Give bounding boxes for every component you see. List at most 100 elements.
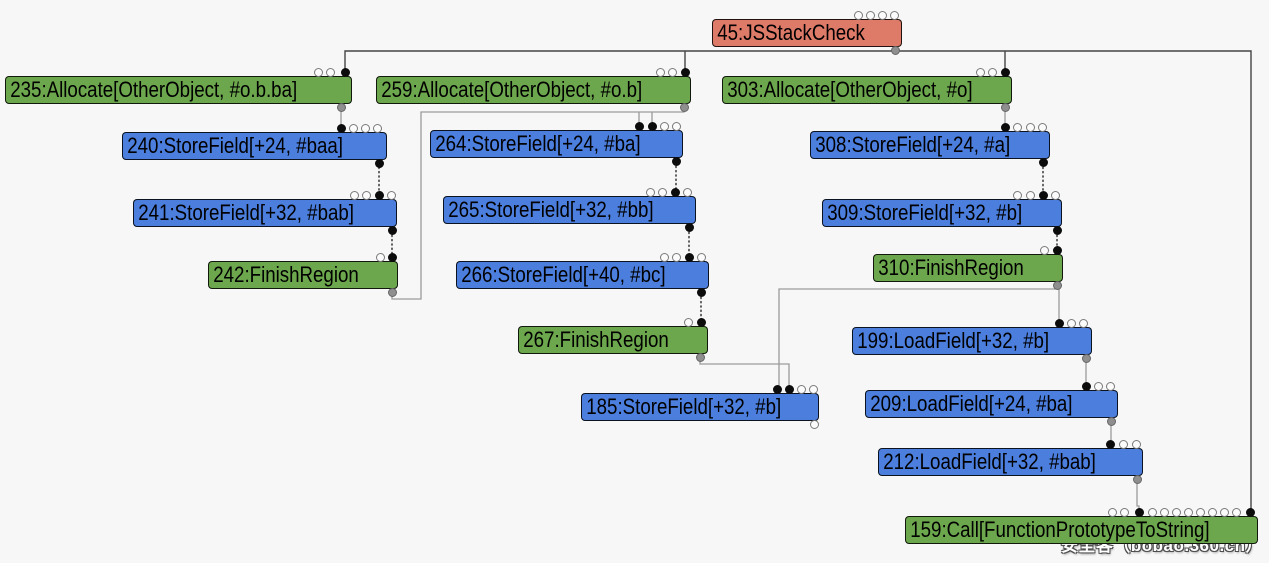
input-port-connected [647,122,657,131]
node-label: 199:LoadField[+32, #b] [857,328,1050,353]
edge-control-45-235 159 [344,50,1252,509]
input-port-open [1066,319,1076,328]
graph-node-265[interactable]: 265:StoreField[+32, #bb] [443,196,696,224]
input-port-open [808,385,818,394]
input-port-connected [772,385,782,394]
graph-node-185[interactable]: 185:StoreField[+32, #b] [581,393,819,421]
node-label: 310:FinishRegion [878,255,1024,280]
output-port-open [809,420,819,429]
input-port-open [360,124,370,133]
graph-node-310[interactable]: 310:FinishRegion [873,254,1063,282]
graph-node-235[interactable]: 235:Allocate[OtherObject, #o.b.ba] [5,76,352,104]
output-port-connected [1081,354,1091,363]
graph-node-199[interactable]: 199:LoadField[+32, #b] [852,327,1092,355]
graph-node-309[interactable]: 309:StoreField[+32, #b] [822,199,1062,227]
input-port-open [696,253,706,262]
node-label: 265:StoreField[+32, #bb] [448,197,654,222]
input-port-open [1107,508,1117,517]
output-port-connected [684,223,694,232]
graph-node-212[interactable]: 212:LoadField[+32, #bab] [878,448,1143,476]
input-port-open [1012,191,1022,200]
input-port-connected [670,188,680,197]
node-label: 259:Allocate[OtherObject, #o.b] [381,77,643,102]
input-port-open [325,68,335,77]
input-port-open [877,11,887,20]
input-port-connected [1245,508,1255,517]
output-port-connected [336,103,346,112]
input-port-open [645,188,655,197]
input-port-connected [634,122,644,131]
graph-node-264[interactable]: 264:StoreField[+24, #ba] [430,130,683,158]
input-port-connected [684,253,694,262]
edge-value-212-159 [1136,481,1140,511]
node-label: 209:LoadField[+24, #ba] [870,391,1073,416]
graph-node-45[interactable]: 45:JSStackCheck [712,19,902,47]
output-port-connected [696,288,706,297]
input-port-connected [336,124,346,133]
input-port-open [655,68,665,77]
input-port-open [1183,508,1193,517]
input-port-open [1207,508,1217,517]
node-label: 308:StoreField[+24, #a] [815,132,1011,157]
graph-node-209[interactable]: 209:LoadField[+24, #ba] [865,390,1118,418]
input-port-open [1147,508,1157,517]
node-label: 240:StoreField[+24, #baa] [127,133,343,158]
input-port-connected [1054,319,1064,328]
node-label: 303:Allocate[OtherObject, #o] [727,77,973,102]
output-port-connected [890,46,900,55]
output-port-connected [1052,226,1062,235]
input-port-connected [374,191,384,200]
node-label: 242:FinishRegion [213,262,359,287]
input-port-connected [784,385,794,394]
input-port-open [1025,191,1035,200]
input-port-open [682,188,692,197]
input-port-open [1118,440,1128,449]
input-port-open [1039,246,1049,255]
input-port-connected [696,318,706,327]
graph-node-240[interactable]: 240:StoreField[+24, #baa] [122,132,387,160]
graph-node-159[interactable]: 159:Call[FunctionPrototypeToString] [905,516,1258,544]
input-port-connected [1000,68,1010,77]
input-port-connected [1000,123,1010,132]
output-port-connected [387,226,397,235]
input-port-open [1171,508,1181,517]
input-port-open [348,124,358,133]
graph-node-267[interactable]: 267:FinishRegion [518,326,708,354]
graph-node-259[interactable]: 259:Allocate[OtherObject, #o.b] [376,76,691,104]
input-port-open [667,68,677,77]
input-port-open [1050,191,1060,200]
node-label: 309:StoreField[+32, #b] [827,200,1023,225]
input-port-connected [1038,191,1048,200]
input-port-open [1119,508,1129,517]
input-port-open [683,318,693,327]
input-port-connected [1081,382,1091,391]
graph-node-308[interactable]: 308:StoreField[+24, #a] [810,131,1050,159]
input-port-open [1093,382,1103,391]
input-port-open [1025,123,1035,132]
input-port-open [1012,123,1022,132]
graph-node-241[interactable]: 241:StoreField[+32, #bab] [133,199,397,227]
input-port-open [1105,382,1115,391]
input-port-open [1159,508,1169,517]
input-port-open [1219,508,1229,517]
graph-node-303[interactable]: 303:Allocate[OtherObject, #o] [722,76,1012,104]
node-label: 235:Allocate[OtherObject, #o.b.ba] [10,77,298,102]
node-label: 267:FinishRegion [523,327,669,352]
output-port-connected [1106,417,1116,426]
input-port-connected [340,68,350,77]
graph-node-266[interactable]: 266:StoreField[+40, #bc] [456,261,709,289]
input-port-open [386,191,396,200]
output-port-connected [1052,281,1062,290]
input-port-open [987,68,997,77]
output-port-connected [671,157,681,166]
input-port-open [671,122,681,131]
node-label: 241:StoreField[+32, #bab] [138,200,354,225]
input-port-connected [387,253,397,262]
input-port-open [1037,123,1047,132]
output-port-connected [1132,475,1142,484]
node-label: 266:StoreField[+40, #bc] [461,262,666,287]
input-port-open [889,11,899,20]
graph-node-242[interactable]: 242:FinishRegion [208,261,398,289]
output-port-connected [679,103,689,112]
